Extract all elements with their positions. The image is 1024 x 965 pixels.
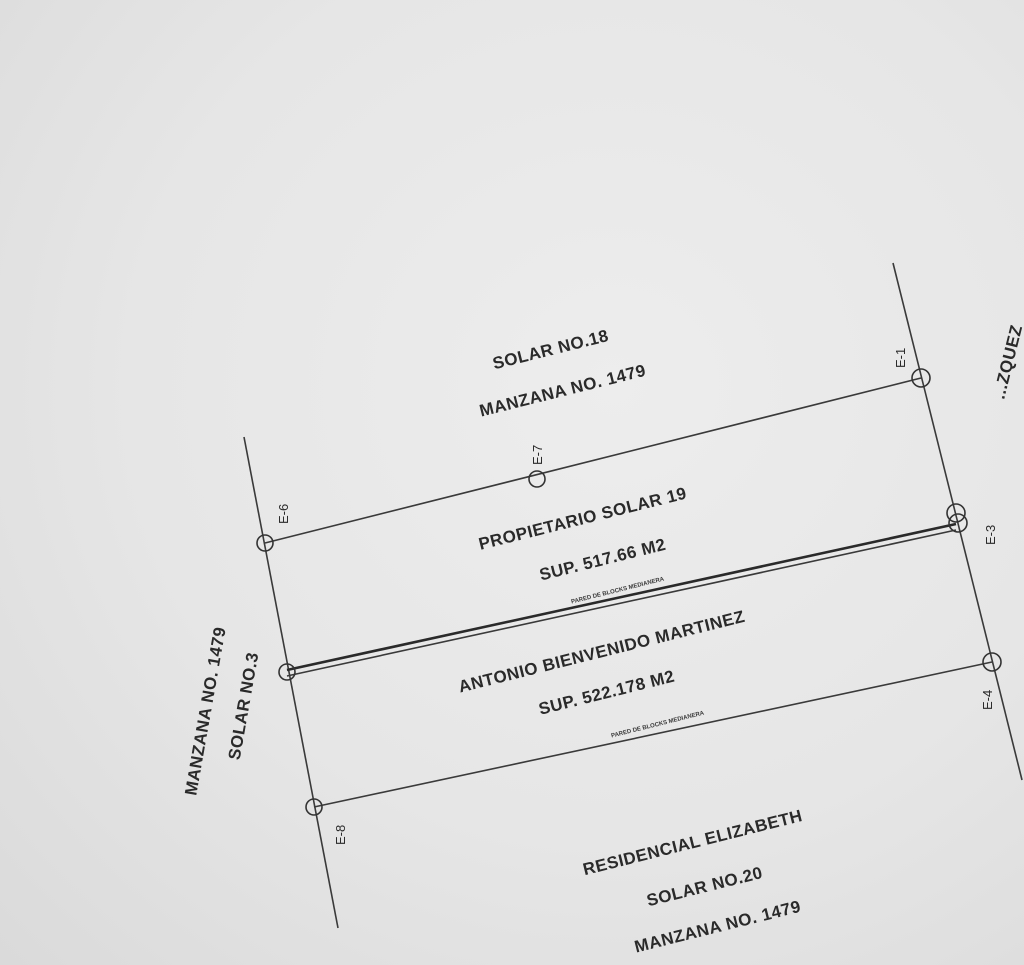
lot-19-area: SUP. 517.66 M2 <box>538 535 668 585</box>
main-lot-owner: ANTONIO BIENVENIDO MARTINEZ <box>456 607 746 697</box>
point-middle-west-marker <box>278 663 296 681</box>
point-e4-label: E-4 <box>980 690 995 710</box>
point-e7-marker <box>528 470 546 488</box>
point-e1-marker <box>911 368 931 388</box>
point-e4-marker <box>982 652 1002 672</box>
point-e7-label: E-7 <box>530 445 545 465</box>
middle-lot-line-inner <box>286 529 957 677</box>
point-e6-label: E-6 <box>276 504 291 524</box>
point-e8-marker <box>305 798 323 816</box>
south-lot-name: RESIDENCIAL ELIZABETH <box>581 806 804 879</box>
south-lot-solar: SOLAR NO.20 <box>645 863 765 910</box>
point-e8-label: E-8 <box>333 825 348 845</box>
point-e3-label: E-3 <box>983 525 998 545</box>
point-e6-marker <box>256 534 274 552</box>
west-lot-manzana: MANZANA NO. 1479 <box>181 625 229 797</box>
middle-lot-line <box>286 522 957 672</box>
north-lot-solar: SOLAR NO.18 <box>491 326 611 373</box>
point-e2-marker <box>946 503 966 523</box>
point-e1-label: E-1 <box>893 348 908 368</box>
south-lot-line <box>313 661 993 808</box>
north-lot-line <box>264 377 922 544</box>
main-lot-area: SUP. 522.178 M2 <box>537 667 677 719</box>
east-street-label: ...ZQUEZ <box>989 323 1024 401</box>
west-lot-solar: SOLAR NO.3 <box>225 651 263 762</box>
main-lot-wall-note: PARED DE BLOCKS MEDIANERA <box>611 710 706 739</box>
west-boundary-line <box>243 436 339 929</box>
point-e3-marker <box>948 513 968 533</box>
